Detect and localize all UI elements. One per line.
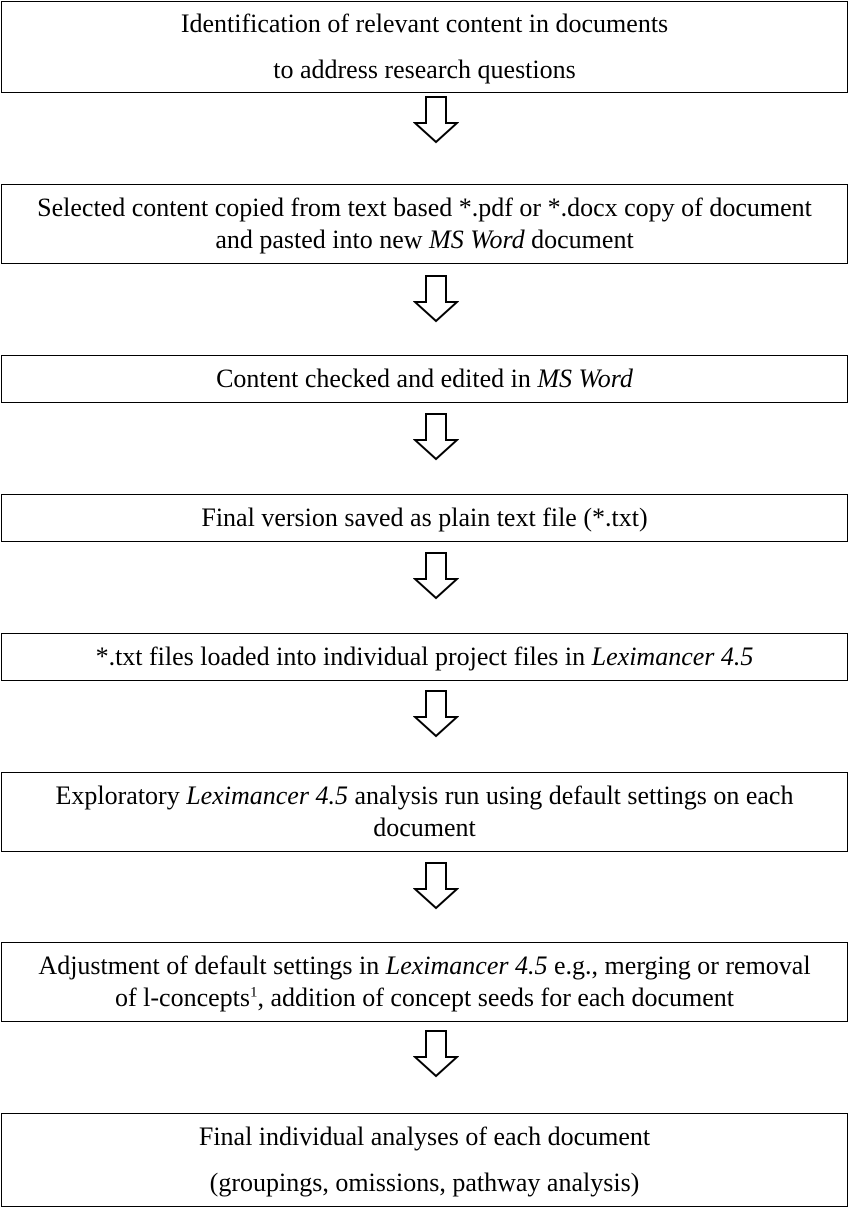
software-name: MS Word [537, 364, 633, 393]
step-text: Exploratory Leximancer 4.5 analysis run … [55, 781, 794, 810]
down-arrow-icon [413, 96, 459, 144]
step-text: Identification of relevant content in do… [180, 9, 669, 38]
step-text: *.txt files loaded into individual proje… [95, 642, 754, 671]
step-text: Final version saved as plain text file (… [201, 503, 648, 532]
step-text: and pasted into new MS Word document [215, 225, 634, 254]
step-text: Adjustment of default settings in Lexima… [38, 951, 811, 980]
step-copy-paste: Selected content copied from text based … [1, 184, 848, 264]
software-name: Leximancer 4.5 [186, 781, 348, 810]
step-identification: Identification of relevant content in do… [1, 1, 848, 93]
step-text: to address research questions [273, 55, 576, 84]
step-adjustment: Adjustment of default settings in Lexima… [1, 942, 848, 1022]
down-arrow-icon [413, 1030, 459, 1078]
step-text: Selected content copied from text based … [37, 193, 812, 222]
down-arrow-icon [413, 552, 459, 600]
software-name: MS Word [429, 225, 525, 254]
down-arrow-icon [413, 413, 459, 461]
step-check-edit: Content checked and edited in MS Word [1, 355, 848, 403]
down-arrow-icon [413, 690, 459, 738]
down-arrow-icon [413, 862, 459, 910]
software-name: Leximancer 4.5 [591, 642, 754, 671]
step-final-analyses: Final individual analyses of each docume… [1, 1113, 848, 1207]
step-load-files: *.txt files loaded into individual proje… [1, 633, 848, 681]
step-text: document [373, 813, 476, 842]
down-arrow-icon [413, 275, 459, 323]
step-text: of l-concepts1, addition of concept seed… [114, 983, 734, 1012]
step-text: (groupings, omissions, pathway analysis) [209, 1168, 640, 1197]
step-text: Content checked and edited in MS Word [216, 364, 633, 393]
step-exploratory: Exploratory Leximancer 4.5 analysis run … [1, 772, 848, 852]
footnote-marker: 1 [250, 984, 258, 1001]
software-name: Leximancer 4.5 [385, 951, 548, 980]
step-text: Final individual analyses of each docume… [198, 1122, 651, 1151]
step-save-txt: Final version saved as plain text file (… [1, 494, 848, 542]
